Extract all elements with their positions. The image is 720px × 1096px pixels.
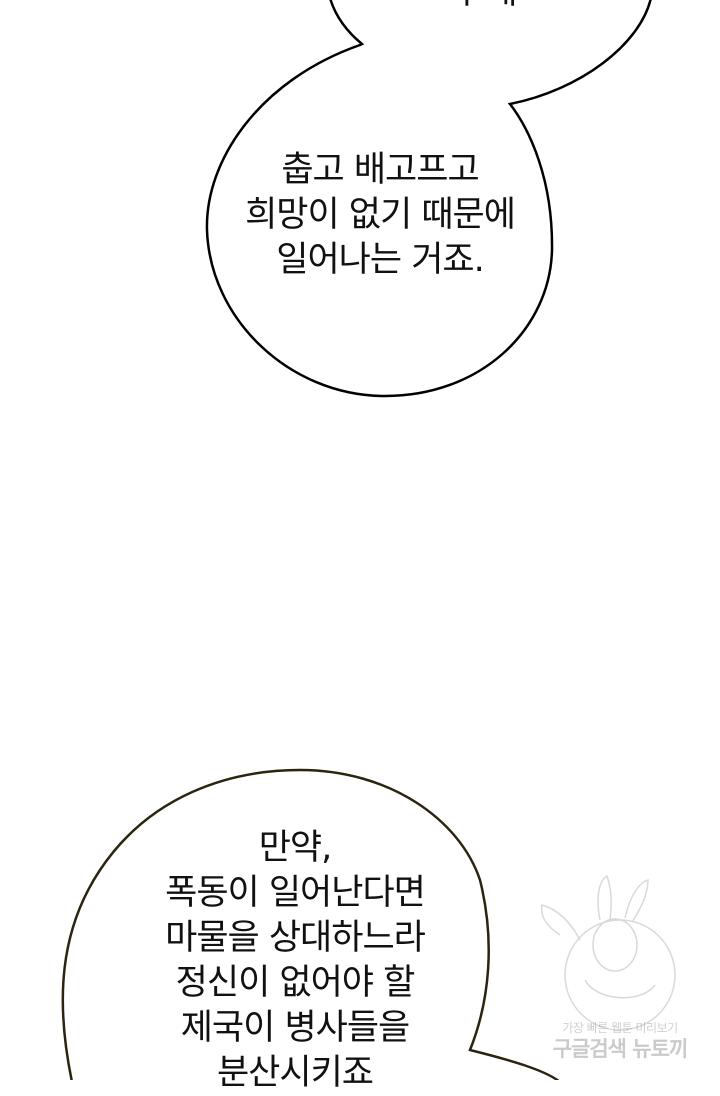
dialogue-line: 희망이 없기 때문에 — [245, 195, 516, 235]
watermark: 가장 빠른 웹툰 미리보기 구글검색 뉴토끼 — [535, 895, 705, 1061]
dialogue-line: 춥고 배고프고 — [281, 150, 479, 190]
dialogue-line: 분산시키죠 — [216, 1053, 374, 1093]
dialogue-line: 마물을 상대하느라 — [165, 918, 426, 958]
dialogue-text-1: 춥고 배고프고 희망이 없기 때문에 일어나는 거죠. — [215, 148, 545, 283]
dialogue-line: 제국이 병사들을 — [180, 1008, 411, 1048]
dialogue-line: 정신이 없어야 할 — [175, 963, 416, 1003]
watermark-large-text: 구글검색 뉴토끼 — [552, 1037, 689, 1061]
cutoff-dialogue-text: 라 해 — [410, 0, 550, 15]
watermark-small-text: 가장 빠른 웹툰 미리보기 — [562, 1021, 678, 1035]
dialogue-text-2: 만약, 폭동이 일어난다면 마물을 상대하느라 정신이 없어야 할 제국이 병사… — [95, 826, 495, 1096]
dialogue-line: 폭동이 일어난다면 — [165, 873, 426, 913]
speech-bubble-top — [205, 0, 652, 398]
dialogue-line: 일어나는 거죠. — [276, 240, 484, 280]
watermark-mascot-icon — [540, 874, 676, 1031]
speech-bubble-bottom — [61, 768, 560, 1080]
dialogue-line: 만약, — [258, 828, 333, 868]
